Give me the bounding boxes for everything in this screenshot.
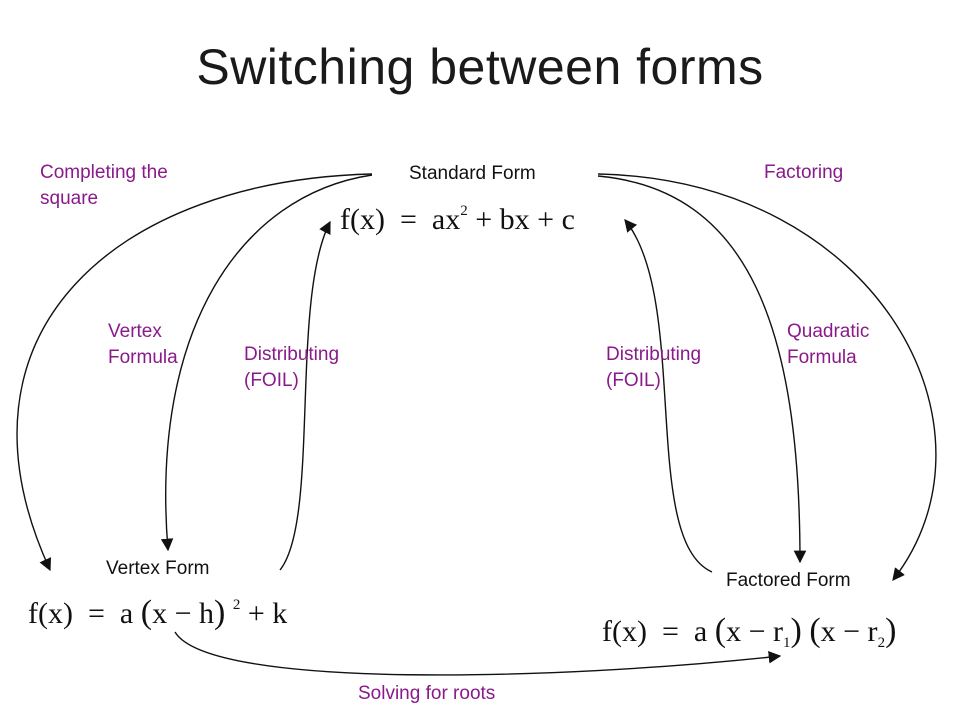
arrow-completing-square [16,173,373,572]
standard-form-formula: f(x) = ax2 + bx + c [340,203,575,237]
formula-exponent: 2 [460,203,468,219]
formula-term: x − h [152,597,214,630]
formula-subscript: 1 [782,635,791,651]
formula-lhs: f(x) [340,203,385,236]
formula-term: + bx + c [475,203,575,236]
formula-paren: ( [140,594,153,631]
edge-label-line: Vertex [108,321,162,342]
formula-equals: = [661,615,679,648]
edge-label-line: square [40,188,99,209]
formula-lhs: f(x) [602,615,647,648]
arrow-factoring [597,173,937,581]
formula-term: a [119,597,134,630]
vertex-form-label: Vertex Form [106,558,210,579]
edge-label-line: Solving for roots [358,683,496,704]
formula-exponent: 2 [232,597,241,613]
standard-form-label: Standard Form [409,163,536,184]
edge-label-line: Quadratic [787,321,870,342]
formula-term: x − r [726,615,783,648]
page-title: Switching between forms [196,39,764,95]
arrow-solving-roots [174,631,782,676]
arrow-distributing-right [624,219,713,573]
formula-paren: ( [809,612,821,649]
edge-label-line: Formula [787,347,857,368]
formula-subscript: 2 [877,635,886,651]
formula-term: a [693,615,708,648]
edge-label-line: (FOIL) [606,370,661,391]
edge-label-distributing-left: Distributing (FOIL) [244,342,339,394]
vertex-form-formula: f(x) = a (x − h) 2 + k [28,594,287,632]
edge-label-vertex-formula: Vertex Formula [108,319,178,371]
arrow-distributing-left [279,220,331,571]
formula-equals: = [87,597,105,630]
factored-form-label: Factored Form [726,570,851,591]
edge-label-distributing-right: Distributing (FOIL) [606,342,701,394]
formula-term: + k [247,597,288,630]
arrow-vertex-formula [160,174,373,552]
factored-form-formula: f(x) = a (x − r1) (x − r2) [602,612,896,652]
edge-label-line: Completing the [40,162,168,183]
edge-label-line: Factoring [764,162,844,183]
edge-label-line: Distributing [244,344,340,365]
edge-label-solving-roots: Solving for roots [358,681,495,707]
formula-paren: ) [885,612,897,649]
formula-lhs: f(x) [28,597,73,630]
formula-paren: ) [790,612,802,649]
formula-term: x − r [820,615,878,648]
edge-label-line: Formula [108,347,178,368]
edge-label-quadratic-formula: Quadratic Formula [787,319,869,371]
formula-paren: ) [213,594,226,631]
edge-label-completing-square: Completing the square [40,160,168,212]
formula-term: ax [431,203,461,236]
edge-label-line: Distributing [606,344,702,365]
formula-paren: ( [714,612,727,649]
edge-label-factoring: Factoring [764,160,843,186]
formula-equals: = [399,203,417,236]
arrow-quadratic-formula [597,175,807,564]
edge-label-line: (FOIL) [244,370,299,391]
